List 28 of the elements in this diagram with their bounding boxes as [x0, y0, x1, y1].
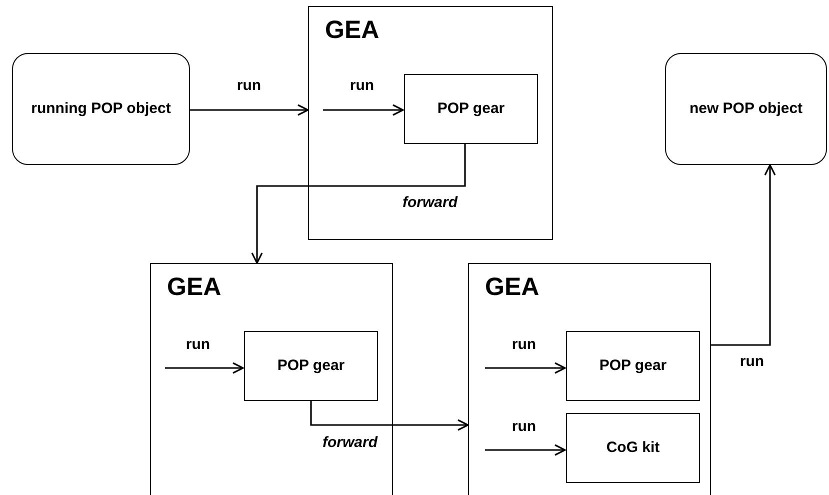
process-box: CoG kit	[566, 413, 700, 483]
arrow	[485, 444, 566, 456]
process-box: POP gear	[404, 74, 538, 144]
edge-label: run	[512, 334, 536, 355]
edge-label: run	[236, 76, 262, 96]
group-title: GEA	[325, 15, 380, 46]
process-box: POP gear	[244, 331, 378, 401]
group-title: GEA	[167, 272, 222, 303]
group-frame	[150, 263, 393, 495]
rounded-box: new POP object	[665, 53, 827, 165]
arrow	[323, 104, 404, 116]
edge-label: run	[350, 76, 374, 96]
group-frame	[468, 263, 711, 495]
arrow	[190, 104, 309, 116]
process-box: POP gear	[566, 331, 700, 401]
edge-label: run	[186, 334, 210, 355]
edge-label: run	[740, 352, 764, 372]
arrow	[251, 143, 466, 264]
edge-label: run	[512, 416, 536, 437]
group-frame	[308, 6, 553, 240]
rounded-box: running POP object	[12, 53, 190, 165]
arrow	[165, 362, 244, 374]
edge-label: forward	[322, 432, 378, 453]
arrow	[711, 164, 776, 346]
group-title: GEA	[485, 272, 540, 303]
arrow	[485, 362, 566, 374]
edge-label: forward	[402, 192, 458, 213]
arrow	[310, 400, 469, 431]
